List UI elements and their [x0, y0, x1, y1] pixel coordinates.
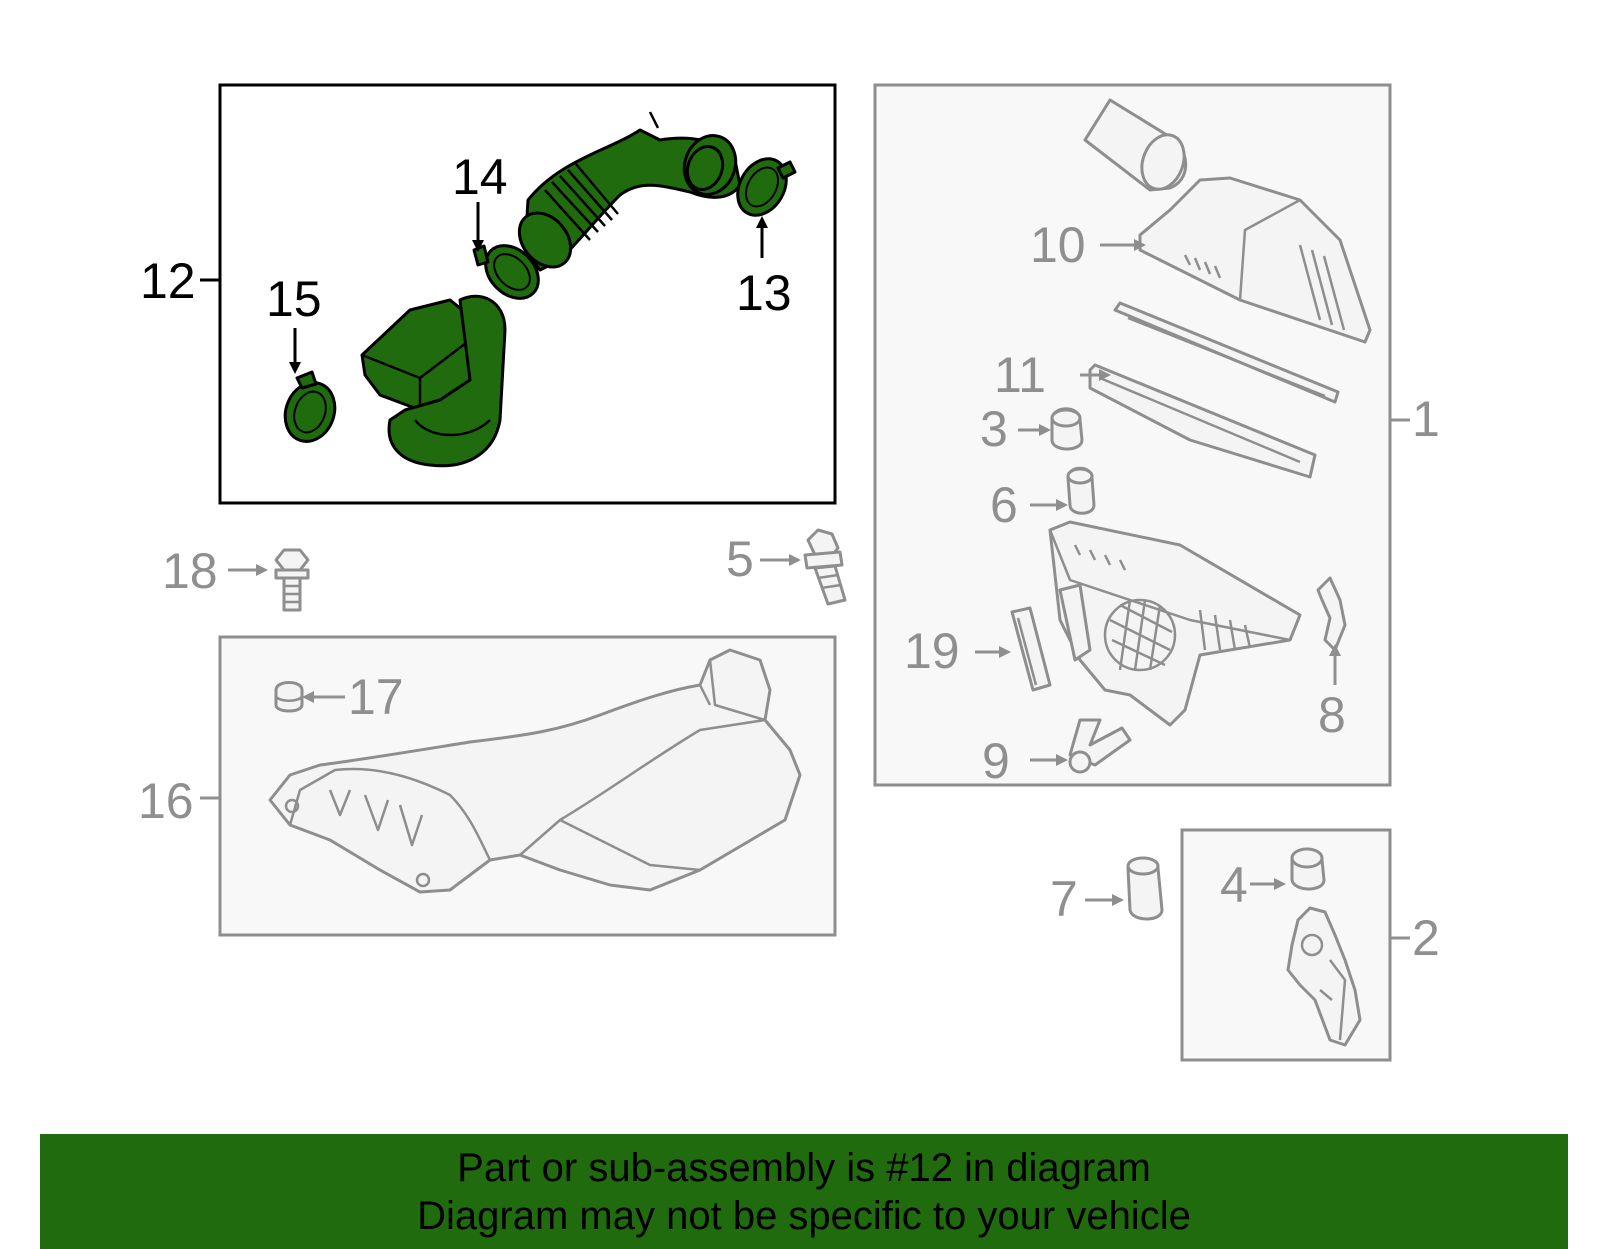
label-part-6: 6 [990, 477, 1018, 533]
label-part-19: 19 [904, 623, 960, 679]
label-part-18: 18 [162, 543, 218, 599]
grommet-part-6[interactable] [1066, 466, 1096, 515]
clamp-part-13[interactable] [728, 150, 797, 224]
label-part-7: 7 [1050, 871, 1078, 927]
label-part-15: 15 [266, 271, 322, 327]
label-part-8: 8 [1318, 687, 1346, 743]
bolt-part-5[interactable] [803, 528, 847, 606]
grommet-part-3[interactable] [1050, 407, 1084, 451]
label-part-16: 16 [138, 773, 194, 829]
grommet-part-7[interactable] [1126, 856, 1164, 921]
label-part-11: 11 [994, 347, 1046, 403]
label-part-12: 12 [140, 253, 196, 309]
label-part-9: 9 [982, 733, 1010, 789]
label-part-4: 4 [1220, 857, 1248, 913]
label-part-1: 1 [1412, 391, 1440, 447]
duct-piece [1083, 98, 1188, 192]
clamp-part-14[interactable] [472, 235, 549, 309]
label-part-14: 14 [452, 149, 508, 205]
grommet-part-4[interactable] [1290, 847, 1326, 891]
bolt-part-18[interactable] [274, 548, 310, 612]
clamp-part-15[interactable] [277, 370, 343, 448]
filter-element [1113, 301, 1340, 404]
label-part-3: 3 [980, 401, 1008, 457]
seal-part-19[interactable] [1010, 606, 1052, 692]
cover-part-10[interactable] [1138, 176, 1372, 344]
label-part-10: 10 [1030, 217, 1086, 273]
info-banner: Part or sub-assembly is #12 in diagram D… [40, 1134, 1568, 1249]
filter-part-11[interactable] [1088, 363, 1317, 479]
intake-hose-part-12[interactable] [509, 111, 744, 277]
label-part-5: 5 [726, 531, 754, 587]
bracket-part-2[interactable] [1286, 906, 1362, 1047]
resonator-part-12[interactable] [360, 294, 507, 468]
label-part-13: 13 [736, 265, 792, 321]
grommet-part-17[interactable] [274, 681, 304, 713]
label-part-2: 2 [1412, 910, 1440, 966]
label-part-17: 17 [348, 669, 404, 725]
banner-line-2: Diagram may not be specific to your vehi… [417, 1194, 1191, 1238]
box-part-2 [1180, 828, 1392, 1062]
banner-line-1: Part or sub-assembly is #12 in diagram [457, 1146, 1151, 1190]
air-duct-part-16[interactable] [268, 648, 802, 894]
sensor-part-9[interactable] [1068, 718, 1132, 774]
lower-housing [1048, 520, 1302, 727]
